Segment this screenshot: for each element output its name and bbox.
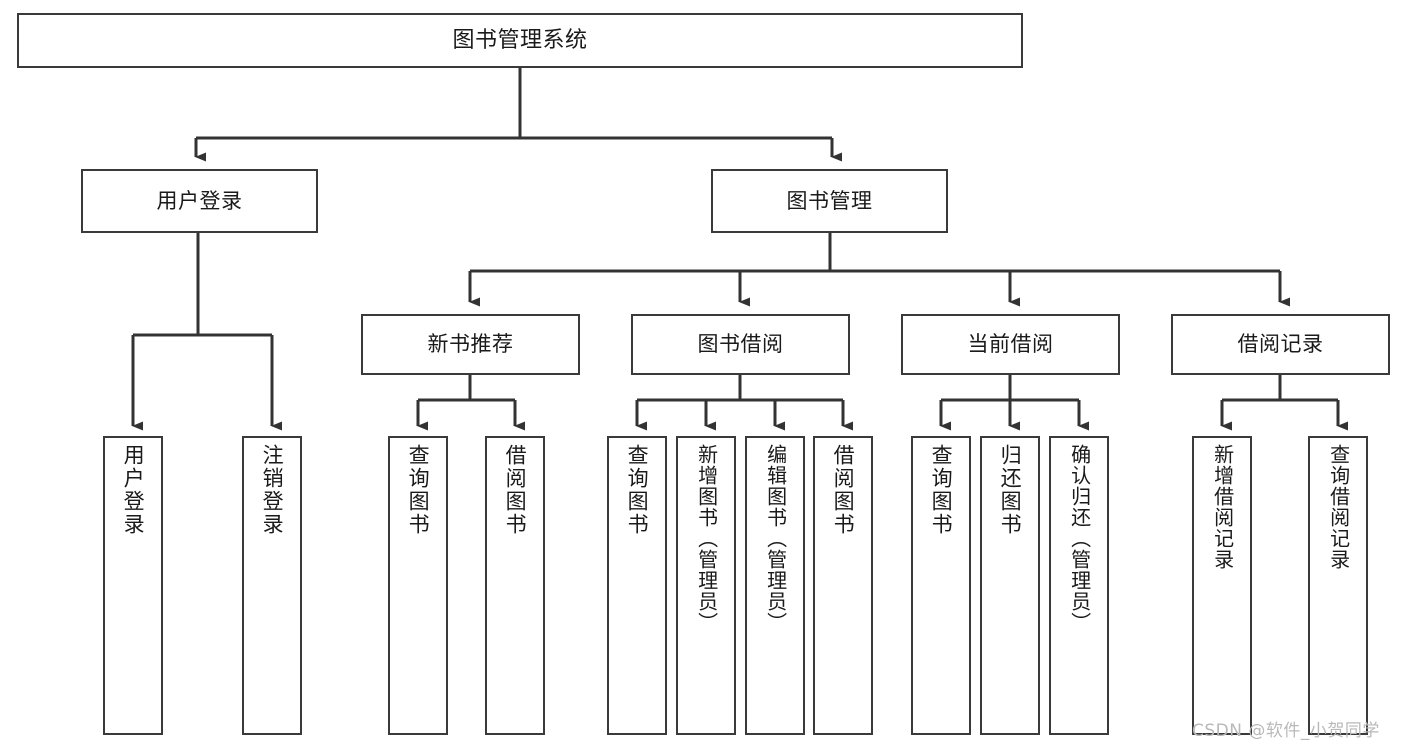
node-book-borrow[interactable]: 图书借阅 (631, 314, 850, 375)
node-user-login[interactable]: 用户登录 (81, 169, 318, 233)
node-label: 图书管理系统 (452, 27, 588, 53)
leaf-user-login-login[interactable]: 用户登录 (103, 436, 163, 735)
leaf-book-borrow-add-book-admin[interactable]: 新增图书（管理员） (676, 436, 736, 735)
node-label: 借阅记录 (1237, 332, 1324, 357)
csdn-watermark: CSDN @软件_小贺同学 (1192, 721, 1380, 741)
node-label: 查询图书 (929, 444, 954, 536)
leaf-new-book-borrow-book[interactable]: 借阅图书 (485, 436, 545, 735)
node-label: 确认归还（管理员） (1067, 444, 1092, 633)
node-new-book-recommendation[interactable]: 新书推荐 (361, 314, 580, 375)
node-label: 查询图书 (625, 444, 650, 536)
node-label: 用户登录 (156, 188, 243, 213)
node-label: 当前借阅 (967, 332, 1054, 357)
node-label: 注销登录 (260, 444, 285, 536)
leaf-current-borrow-confirm-return-admin[interactable]: 确认归还（管理员） (1049, 436, 1109, 735)
node-label: 编辑图书（管理员） (763, 444, 788, 633)
node-borrow-record[interactable]: 借阅记录 (1171, 314, 1390, 375)
leaf-borrow-record-query-record[interactable]: 查询借阅记录 (1308, 436, 1368, 735)
node-label: 借阅图书 (831, 444, 856, 536)
node-label: 图书借阅 (697, 332, 784, 357)
node-label: 新书推荐 (427, 332, 514, 357)
node-label: 归还图书 (998, 444, 1023, 536)
leaf-book-borrow-borrow-book[interactable]: 借阅图书 (813, 436, 873, 735)
node-current-borrow[interactable]: 当前借阅 (901, 314, 1120, 375)
node-label: 图书管理 (786, 188, 873, 213)
node-label: 新增借阅记录 (1210, 444, 1235, 570)
node-label: 用户登录 (121, 444, 146, 536)
node-label: 查询借阅记录 (1326, 444, 1351, 570)
leaf-borrow-record-add-record[interactable]: 新增借阅记录 (1192, 436, 1252, 735)
leaf-book-borrow-edit-book-admin[interactable]: 编辑图书（管理员） (745, 436, 805, 735)
node-label: 新增图书（管理员） (694, 444, 719, 633)
leaf-new-book-query-book[interactable]: 查询图书 (388, 436, 448, 735)
node-book-management[interactable]: 图书管理 (711, 169, 948, 233)
leaf-current-borrow-return-book[interactable]: 归还图书 (980, 436, 1040, 735)
node-label: 查询图书 (406, 444, 431, 536)
leaf-book-borrow-query-book[interactable]: 查询图书 (607, 436, 667, 735)
node-root-book-management-system[interactable]: 图书管理系统 (17, 13, 1023, 68)
leaf-current-borrow-query-book[interactable]: 查询图书 (911, 436, 971, 735)
leaf-user-login-logout[interactable]: 注销登录 (242, 436, 302, 735)
node-label: 借阅图书 (503, 444, 528, 536)
